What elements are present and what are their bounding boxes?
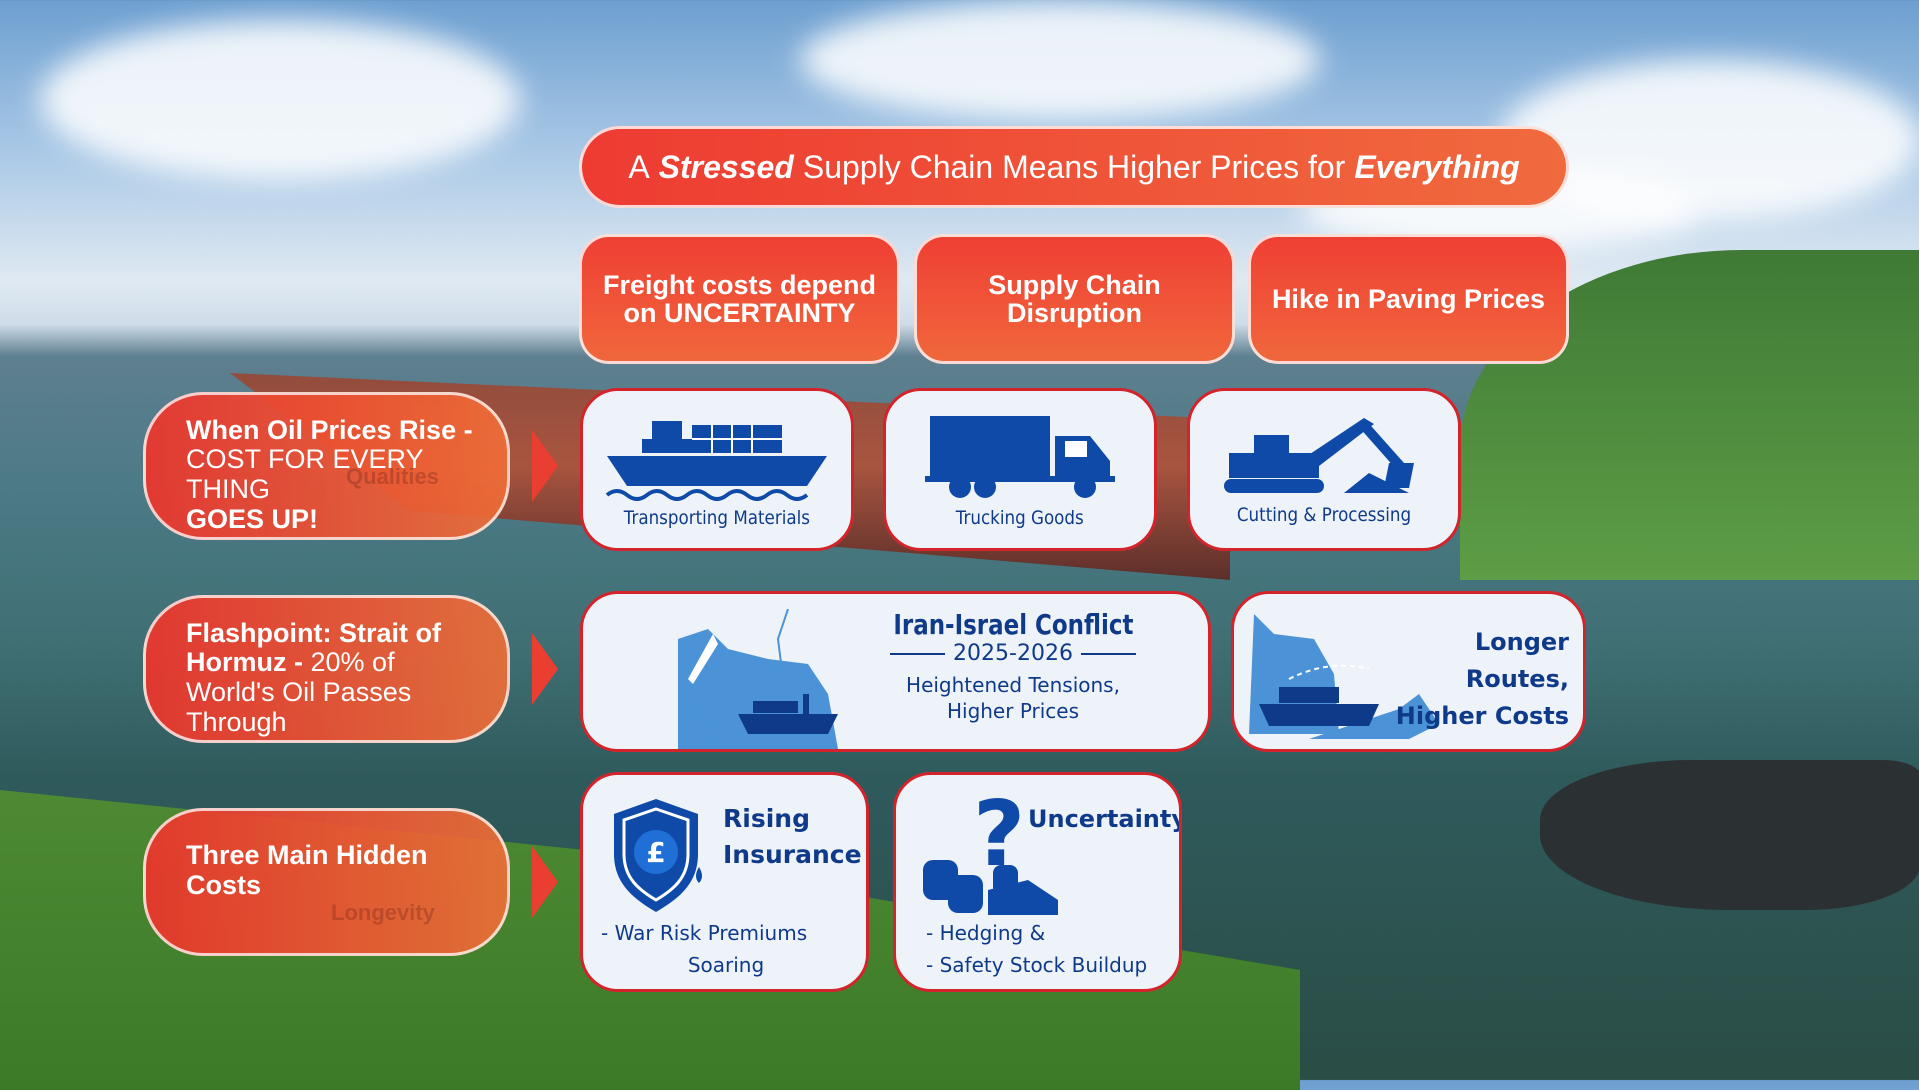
conflict-card: Iran-Israel Conflict 2025-2026 Heightene… — [580, 591, 1211, 752]
card-label: Trucking Goods — [955, 506, 1085, 529]
freight-costs-box: Freight costs depend on UNCERTAINTY — [579, 234, 900, 364]
card-label: Cutting & Processing — [1236, 504, 1412, 526]
pill-bold: GOES UP! — [186, 503, 319, 534]
uncertainty-card: ? Uncertainty - Hedging & - Safety Stock … — [893, 772, 1182, 992]
transporting-card: Transporting Materials — [580, 388, 854, 551]
hormuz-pill: Flashpoint: Strait of Hormuz - 20% of Wo… — [143, 595, 510, 743]
conflict-line: Higher Prices — [946, 699, 1080, 723]
insurance-title: Rising — [723, 804, 810, 833]
hidden-costs-pill: Three Main Hidden Costs Longevity — [143, 808, 510, 956]
pill-bold: Flashpoint: Strait of Hormuz - — [186, 617, 441, 678]
oil-prices-pill: When Oil Prices Rise - COST FOR EVERY TH… — [143, 392, 510, 540]
headline-text: Supply Chain Means Higher Prices for — [802, 148, 1346, 185]
cargo-ship-icon — [605, 420, 827, 501]
ghost-text: Longevity — [331, 900, 435, 925]
trucking-card: Trucking Goods — [883, 388, 1157, 551]
headline-emphasis: Everything — [1354, 148, 1520, 185]
uncertainty-bullet: - Safety Stock Buildup — [926, 953, 1148, 977]
headline-text: A — [628, 148, 650, 185]
uncertainty-title: Uncertainty — [1028, 805, 1182, 833]
routes-line: Longer Routes, — [1465, 628, 1569, 694]
route-map-icon — [1249, 614, 1439, 739]
conflict-title: Iran-Israel Conflict — [892, 608, 1134, 641]
pill-bold: Three Main Hidden Costs — [186, 840, 428, 900]
routes-line: Higher Costs — [1395, 702, 1569, 731]
pill-text: COST FOR EVERY THING — [186, 444, 424, 504]
insurance-bullet: - War Risk Premiums — [601, 921, 808, 945]
ghost-text: Qualities — [346, 464, 439, 489]
paving-prices-box: Hike in Paving Prices — [1248, 234, 1569, 364]
svg-text:£: £ — [646, 836, 665, 869]
insurance-bullet: Soaring — [687, 953, 765, 977]
truck-icon — [925, 415, 1115, 498]
pill-bold: When Oil Prices Rise - — [186, 414, 473, 445]
arrow-icon — [532, 633, 558, 705]
pill-text: 20% of World's Oil Passes Through — [186, 647, 412, 737]
headline-emphasis: Stressed — [658, 148, 794, 185]
conflict-years: 2025-2026 — [953, 641, 1073, 666]
excavator-icon — [1224, 418, 1414, 493]
conflict-line: Heightened Tensions, — [906, 673, 1120, 697]
headline-banner: A Stressed Supply Chain Means Higher Pri… — [579, 126, 1569, 208]
cutting-card: Cutting & Processing — [1187, 388, 1461, 551]
arrow-icon — [532, 846, 558, 918]
supply-chain-box: Supply Chain Disruption — [914, 234, 1235, 364]
gulf-map-icon — [678, 609, 838, 749]
shield-pound-icon: £ — [614, 799, 702, 912]
arrow-icon — [532, 430, 558, 502]
routes-card: Longer Routes, Higher Costs — [1231, 591, 1586, 752]
card-label: Transporting Materials — [623, 506, 811, 529]
insurance-title: Insurance — [723, 840, 862, 870]
coins-question-icon: ? — [923, 795, 1058, 915]
uncertainty-bullet: - Hedging & — [926, 921, 1046, 945]
